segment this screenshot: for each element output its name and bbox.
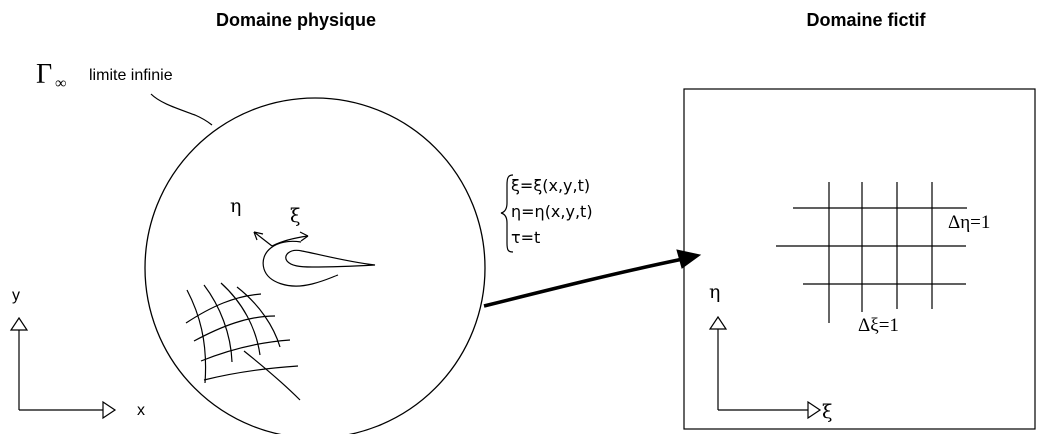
xi-arrowhead-icon [299, 231, 309, 242]
mapping-arrowhead-icon [676, 249, 702, 269]
eta-label-physical: η [230, 195, 241, 217]
transform-eq-eta: η=η(x,y,t) [511, 202, 593, 221]
y-axis-arrow-icon [9, 316, 29, 331]
boundary-leader-line [150, 93, 213, 126]
computational-domain-boundary [683, 88, 1036, 430]
gamma-subscript: ∞ [55, 75, 66, 92]
xi-direction-arrow [271, 235, 309, 247]
delta-xi-label: Δξ=1 [858, 315, 899, 336]
transform-eq-xi: ξ=ξ(x,y,t) [511, 176, 590, 195]
mesh-line [193, 315, 276, 342]
transform-eq-tau: τ=t [511, 228, 540, 247]
xi-axis-arrow-icon [807, 400, 822, 420]
physical-domain-title: Domaine physique [216, 10, 376, 30]
curvilinear-grid-line [262, 240, 339, 287]
x-axis-label: x [137, 402, 145, 419]
curvilinear-mesh [185, 282, 301, 401]
mesh-line [203, 365, 299, 381]
computational-domain-title: Domaine fictif [806, 10, 926, 30]
y-axis-label: y [12, 287, 20, 304]
uniform-grid [776, 182, 967, 323]
mesh-line [220, 282, 261, 356]
boundary-label: limite infinie [89, 67, 173, 84]
airfoil [285, 249, 376, 268]
physical-domain-boundary [144, 97, 486, 434]
eta-direction-arrow [253, 231, 273, 247]
xi-axis-label: ξ [822, 401, 832, 423]
mesh-line [185, 293, 262, 324]
delta-eta-label: Δη=1 [948, 212, 990, 233]
mesh-line [243, 350, 301, 401]
eta-axis-arrow-icon [708, 315, 728, 330]
mesh-line [236, 286, 281, 348]
equation-brace [500, 174, 514, 253]
mesh-line [200, 339, 291, 362]
mesh-line [203, 284, 233, 363]
eta-axis-label: η [709, 281, 720, 303]
gamma-symbol: Γ [36, 59, 52, 90]
eta-arrowhead-icon [253, 231, 264, 241]
x-axis-arrow-icon [102, 400, 117, 420]
xi-label-physical: ξ [290, 205, 300, 227]
mapping-arrow [483, 257, 684, 308]
mesh-line [186, 289, 207, 384]
